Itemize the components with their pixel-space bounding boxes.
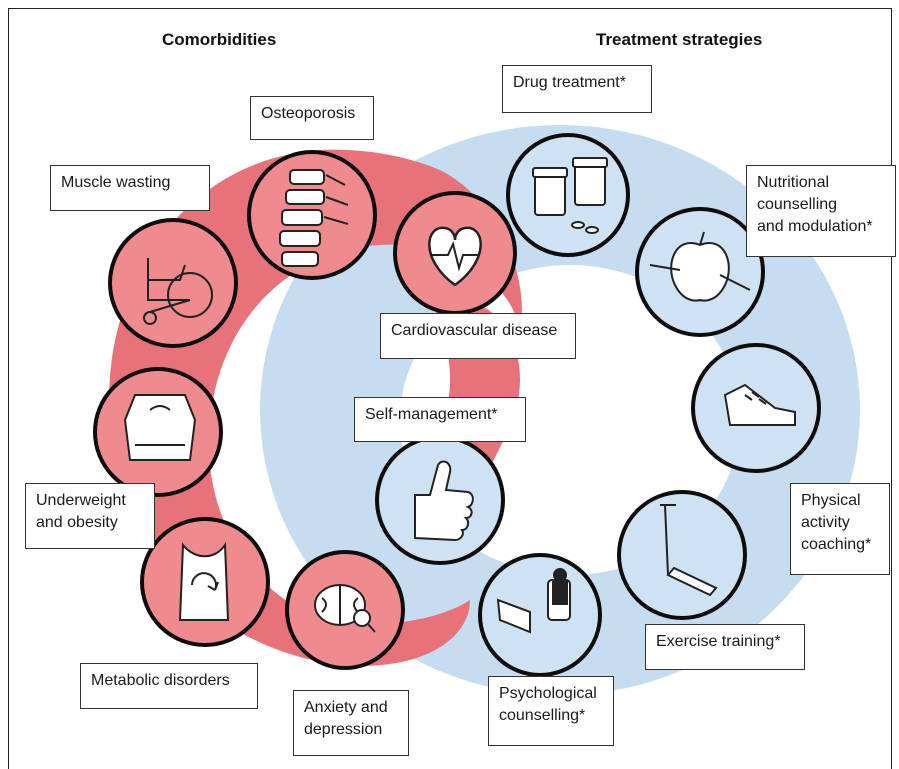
sneaker-icon <box>723 383 796 426</box>
osteoporosis-label: Osteoporosis <box>250 96 374 140</box>
muscle-wasting-label: Muscle wasting <box>50 165 210 211</box>
anxiety-text: Anxiety and depression <box>304 699 388 738</box>
osteoporosis-circle <box>247 150 377 280</box>
nutritional-text: Nutritional counselling and modulation* <box>757 174 873 235</box>
self-management-label: Self-management* <box>354 397 526 442</box>
torso-cycle-icon <box>178 541 230 621</box>
brain-icon <box>314 584 376 633</box>
apple-tape-icon <box>649 231 751 302</box>
psychological-text: Psychological counselling* <box>499 685 597 724</box>
underweight-circle <box>93 367 223 497</box>
exercise-training-circle <box>617 490 747 620</box>
treadmill-icon <box>660 504 718 597</box>
anxiety-circle <box>285 550 405 670</box>
exercise-training-text: Exercise training* <box>656 633 781 650</box>
metabolic-circle <box>140 517 270 647</box>
anxiety-label: Anxiety and depression <box>293 690 409 756</box>
psychological-circle <box>478 553 602 677</box>
metabolic-label: Metabolic disorders <box>80 663 258 709</box>
heart-icon <box>428 226 482 287</box>
underweight-text: Underweight and obesity <box>36 492 126 531</box>
cardiovascular-text: Cardiovascular disease <box>391 322 558 339</box>
self-management-circle <box>375 435 505 565</box>
drug-treatment-circle <box>506 133 630 257</box>
muscle-wasting-text: Muscle wasting <box>61 174 171 191</box>
metabolic-text: Metabolic disorders <box>91 672 230 689</box>
pill-bottles-icon <box>532 157 608 234</box>
psychological-label: Psychological counselling* <box>488 676 614 746</box>
treatment-strategies-header: Treatment strategies <box>596 30 763 49</box>
scale-icon <box>123 394 197 461</box>
spine-icon <box>279 169 349 267</box>
figure-frame <box>8 8 892 769</box>
osteoporosis-text: Osteoporosis <box>261 105 356 122</box>
physical-activity-label: Physical activity coaching* <box>790 483 890 575</box>
comorbidities-header: Comorbidities <box>162 30 277 49</box>
underweight-label: Underweight and obesity <box>25 483 155 549</box>
wheelchair-icon <box>143 258 213 325</box>
self-management-text: Self-management* <box>365 406 498 423</box>
couch-icon <box>496 568 571 634</box>
cardiovascular-label: Cardiovascular disease <box>380 313 576 359</box>
nutritional-label: Nutritional counselling and modulation* <box>746 165 896 257</box>
cardiovascular-circle <box>393 191 517 315</box>
thumbs-up-icon <box>414 460 474 542</box>
physical-activity-circle <box>691 343 821 473</box>
drug-treatment-label: Drug treatment* <box>502 65 652 113</box>
drug-treatment-text: Drug treatment* <box>513 74 626 91</box>
exercise-training-label: Exercise training* <box>645 624 805 670</box>
physical-activity-text: Physical activity coaching* <box>801 492 872 553</box>
nutritional-circle <box>635 207 765 337</box>
muscle-wasting-circle <box>108 218 238 348</box>
